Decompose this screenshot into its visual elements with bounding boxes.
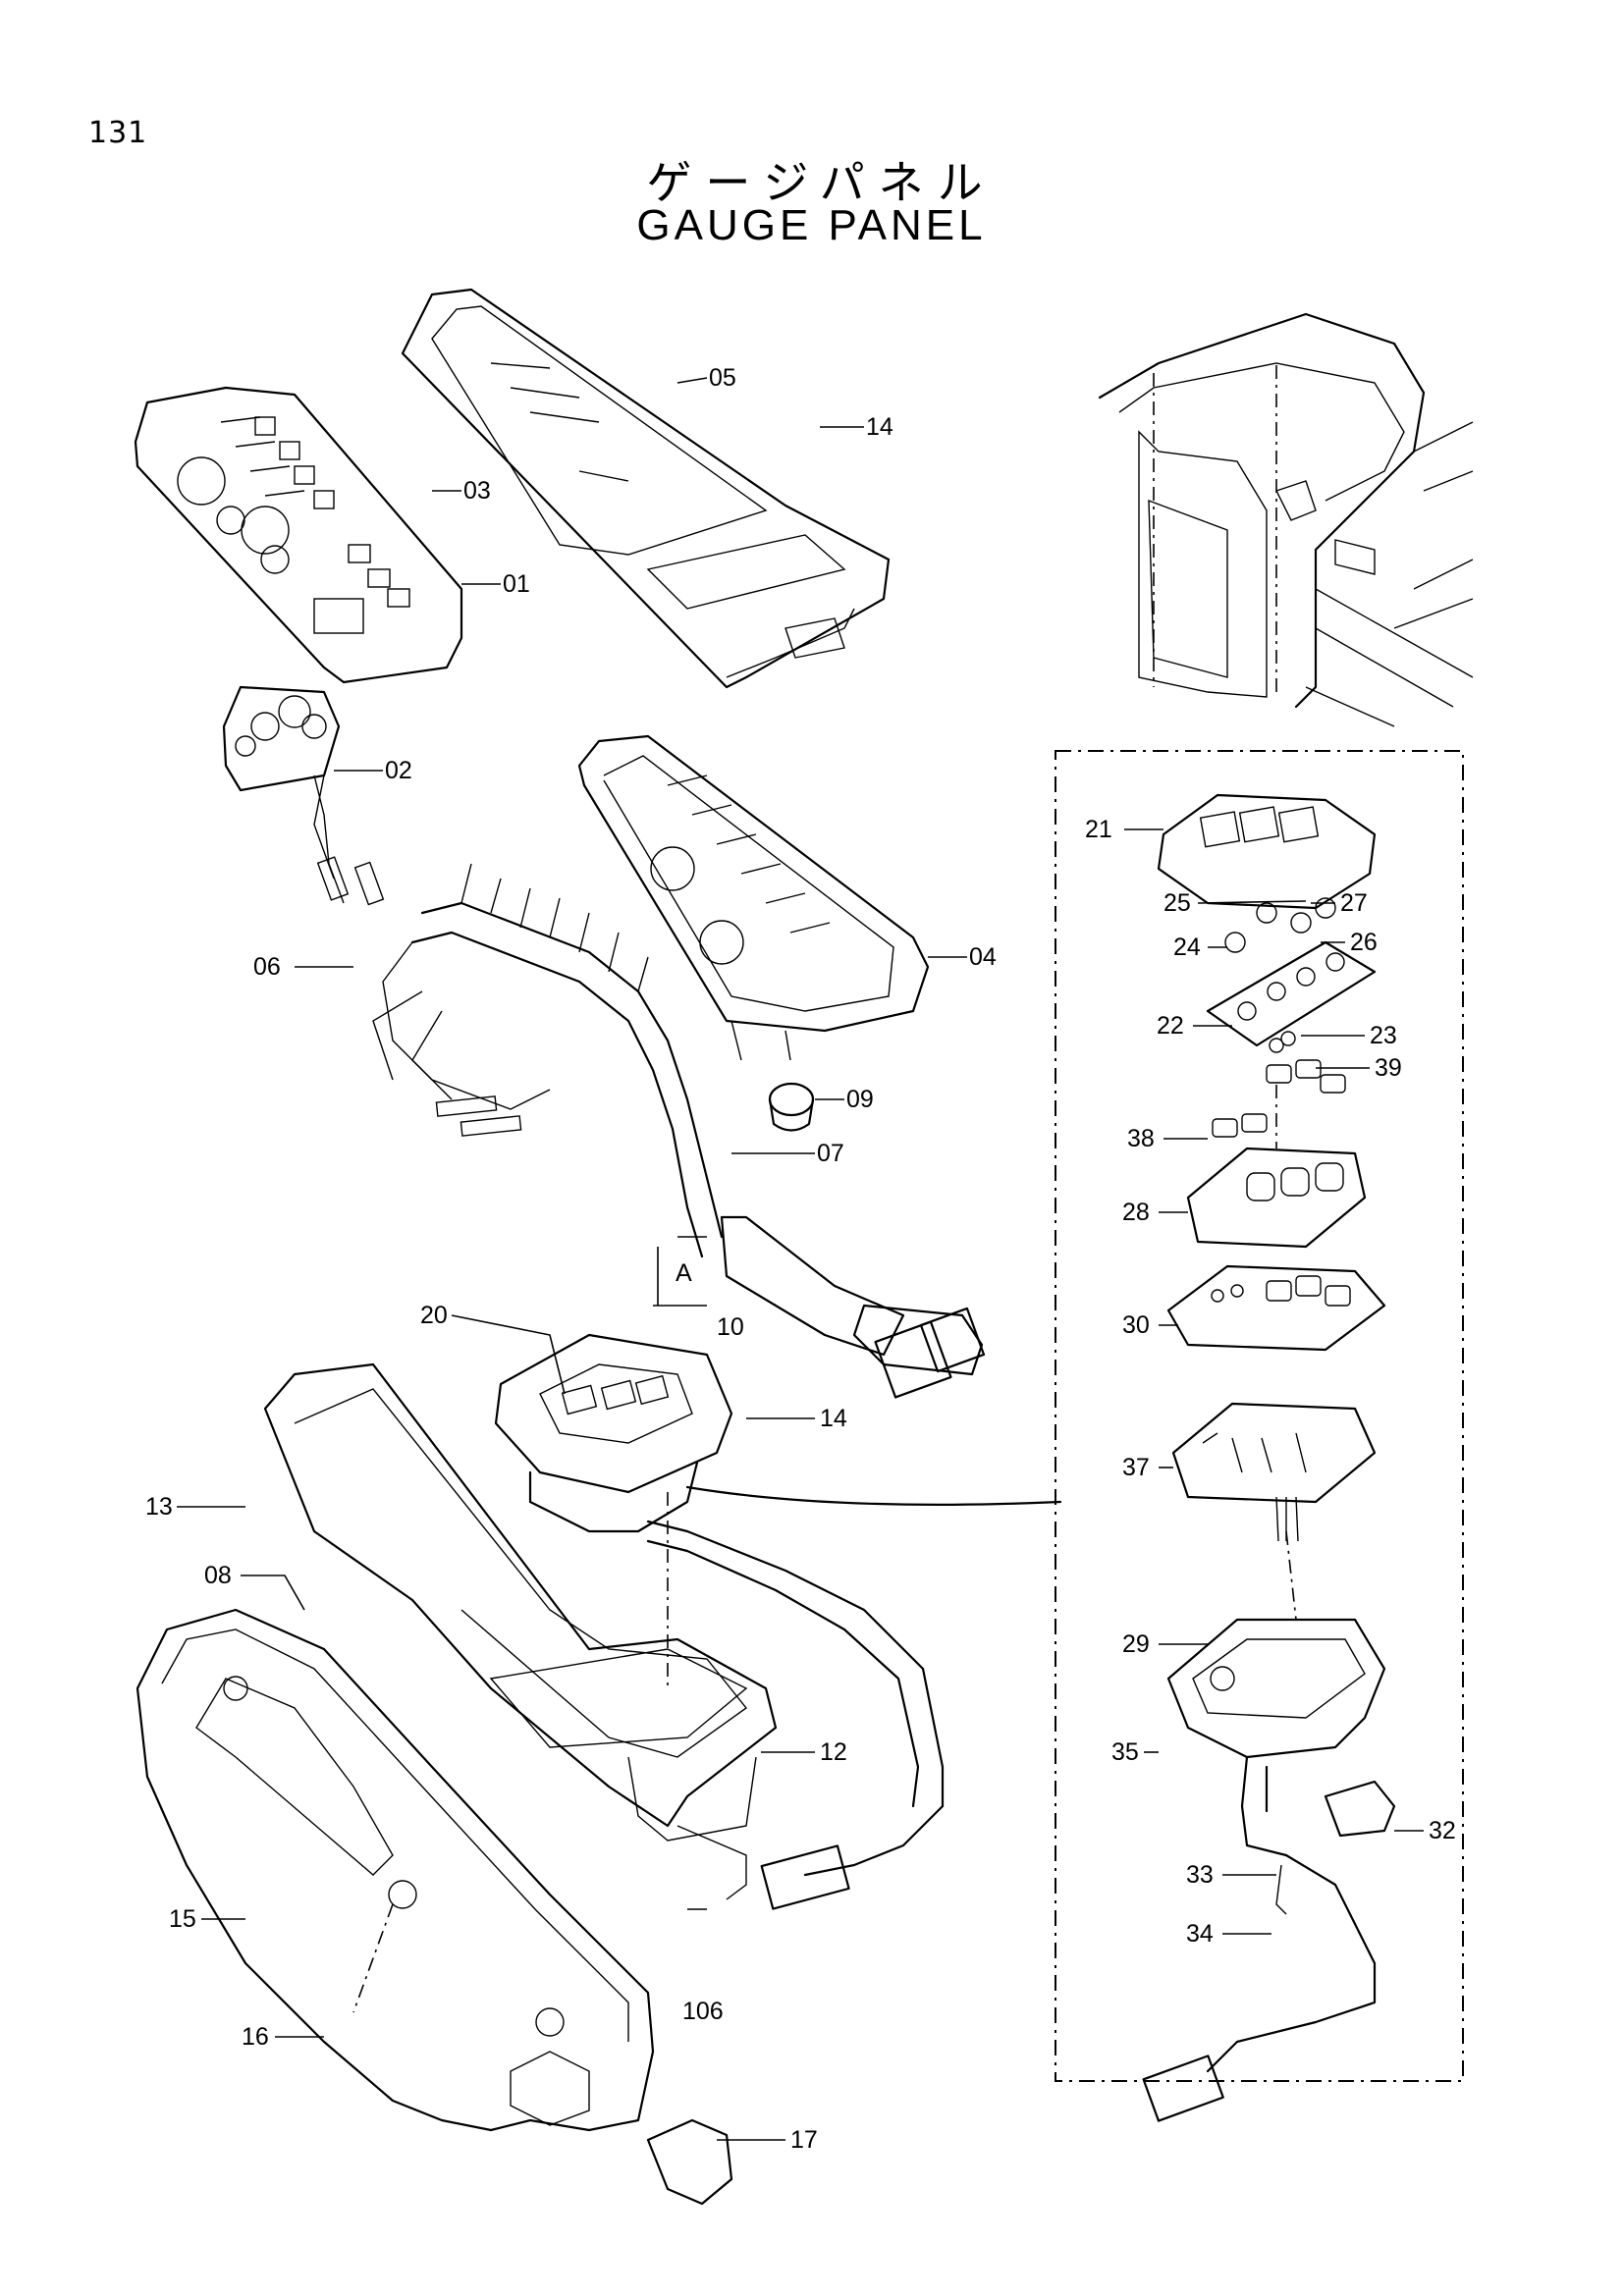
wiring-harness bbox=[372, 863, 986, 1399]
callout-38: 38 bbox=[1127, 1125, 1155, 1152]
callout-03: 03 bbox=[463, 477, 491, 505]
monitor-switch-unit-20 bbox=[494, 1333, 1062, 1910]
callout-29: 29 bbox=[1122, 1630, 1150, 1658]
callout-12: 12 bbox=[820, 1738, 847, 1766]
callout-15: 15 bbox=[169, 1905, 196, 1933]
title-english: GAUGE PANEL bbox=[636, 201, 987, 249]
callout-22: 22 bbox=[1157, 1012, 1184, 1040]
callout-25: 25 bbox=[1163, 889, 1191, 917]
callout-04: 04 bbox=[969, 943, 997, 971]
callout-13: 13 bbox=[145, 1493, 173, 1521]
callout-labels: 05 14 03 01 02 06 04 09 07 A 10 20 14 13… bbox=[145, 364, 1456, 2154]
callout-06: 06 bbox=[253, 953, 281, 981]
leader-lines bbox=[177, 377, 1424, 2141]
callout-30: 30 bbox=[1122, 1311, 1150, 1339]
callout-20: 20 bbox=[420, 1302, 448, 1329]
callout-07: 07 bbox=[817, 1140, 844, 1167]
callout-28: 28 bbox=[1122, 1199, 1150, 1226]
cab-illustration bbox=[1098, 312, 1474, 727]
callout-01: 01 bbox=[503, 570, 530, 598]
callout-26: 26 bbox=[1350, 929, 1378, 956]
gauge-case bbox=[577, 734, 930, 1061]
callout-14-top: 14 bbox=[866, 413, 893, 441]
callout-34: 34 bbox=[1186, 1920, 1214, 1948]
callout-09: 09 bbox=[846, 1086, 874, 1113]
callout-16: 16 bbox=[242, 2023, 269, 2051]
console-bracket bbox=[263, 1362, 778, 1900]
detail-box bbox=[1055, 750, 1464, 2082]
callout-10: 10 bbox=[717, 1313, 744, 1341]
title-japanese: ゲージパネル bbox=[646, 156, 997, 209]
callout-39: 39 bbox=[1375, 1054, 1402, 1082]
page-number: 131 bbox=[88, 116, 148, 150]
gauge-cover-frame bbox=[401, 288, 891, 689]
callout-21: 21 bbox=[1085, 816, 1112, 843]
callout-35: 35 bbox=[1111, 1738, 1139, 1766]
callout-05: 05 bbox=[709, 364, 736, 392]
switch-unit bbox=[222, 685, 385, 906]
callout-23: 23 bbox=[1370, 1022, 1397, 1049]
grommet-09 bbox=[768, 1082, 815, 1132]
callout-27: 27 bbox=[1340, 889, 1368, 917]
callout-24: 24 bbox=[1173, 934, 1201, 961]
callout-02: 02 bbox=[385, 757, 412, 784]
callout-33: 33 bbox=[1186, 1861, 1214, 1889]
callout-17: 17 bbox=[790, 2126, 818, 2154]
callout-A: A bbox=[676, 1259, 692, 1287]
callout-106: 106 bbox=[682, 1998, 724, 2025]
detail-parts bbox=[1142, 793, 1396, 2122]
callout-08: 08 bbox=[204, 1562, 232, 1589]
callout-37: 37 bbox=[1122, 1454, 1150, 1481]
callout-32: 32 bbox=[1429, 1817, 1456, 1844]
gauge-face-plate bbox=[134, 386, 463, 684]
lower-cover bbox=[135, 1608, 655, 2132]
callout-14-mid: 14 bbox=[820, 1405, 847, 1432]
cap-17 bbox=[646, 2118, 733, 2206]
